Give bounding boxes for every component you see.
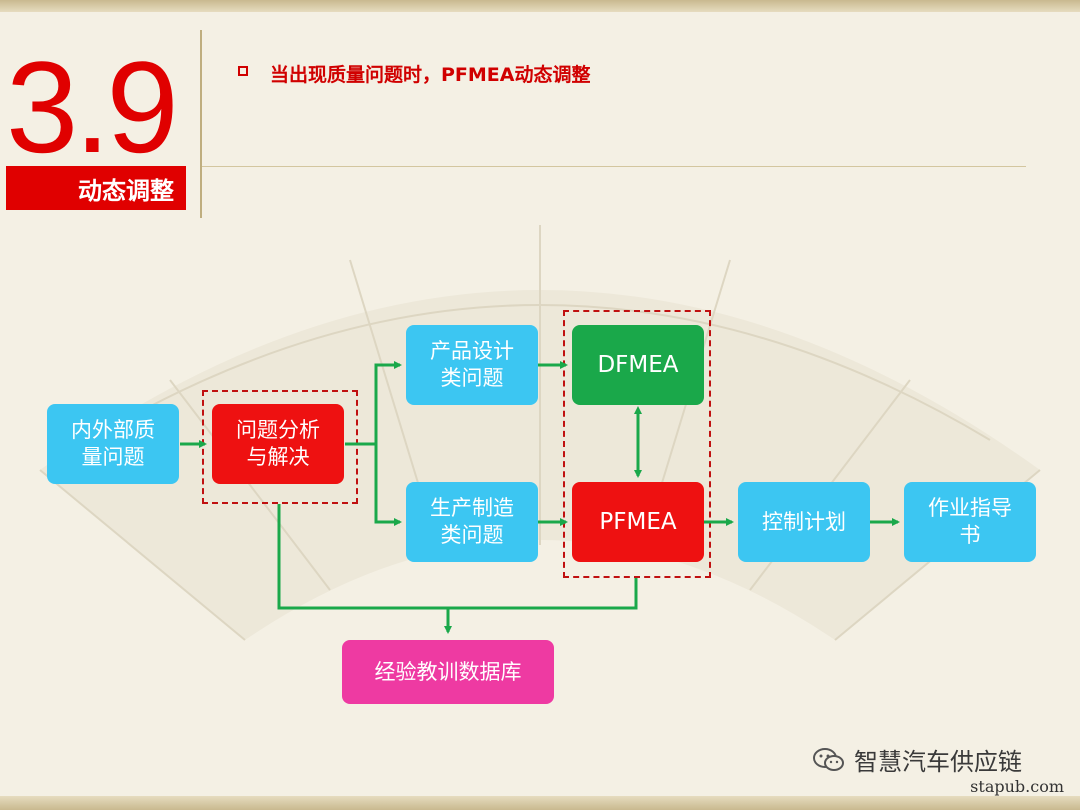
node-control-plan: 控制计划 bbox=[738, 482, 870, 562]
slide-subtitle: 当出现质量问题时，PFMEA动态调整 bbox=[270, 64, 591, 86]
bullet-square-icon bbox=[238, 66, 248, 76]
divider-horizontal bbox=[202, 166, 1026, 167]
top-border bbox=[0, 0, 1080, 12]
watermark: 智慧汽车供应链 bbox=[812, 742, 1022, 777]
section-number: 3.9 bbox=[6, 34, 179, 180]
fmea-dashed-group bbox=[563, 310, 711, 578]
node-dfmea: DFMEA bbox=[572, 325, 704, 405]
node-design-issue: 产品设计 类问题 bbox=[406, 325, 538, 405]
site-url: stapub.com bbox=[970, 777, 1064, 796]
arrow-analysis-to-design bbox=[345, 361, 402, 446]
section-label: 动态调整 bbox=[6, 166, 186, 210]
bottom-border bbox=[0, 796, 1080, 810]
node-external-quality-issue: 内外部质 量问题 bbox=[47, 404, 179, 484]
wechat-icon bbox=[813, 747, 844, 771]
divider-vertical bbox=[200, 30, 202, 218]
watermark-text: 智慧汽车供应链 bbox=[854, 748, 1022, 776]
node-process-issue: 生产制造 类问题 bbox=[406, 482, 538, 562]
node-lessons-learned-db: 经验教训数据库 bbox=[342, 640, 554, 704]
arrow-analysis-to-process bbox=[374, 444, 402, 526]
node-work-instruction: 作业指导 书 bbox=[904, 482, 1036, 562]
node-pfmea: PFMEA bbox=[572, 482, 704, 562]
node-problem-analysis: 问题分析 与解决 bbox=[212, 404, 344, 484]
arrow-pfmea-to-db bbox=[448, 578, 638, 610]
arrow-analysis-to-db bbox=[277, 504, 448, 610]
